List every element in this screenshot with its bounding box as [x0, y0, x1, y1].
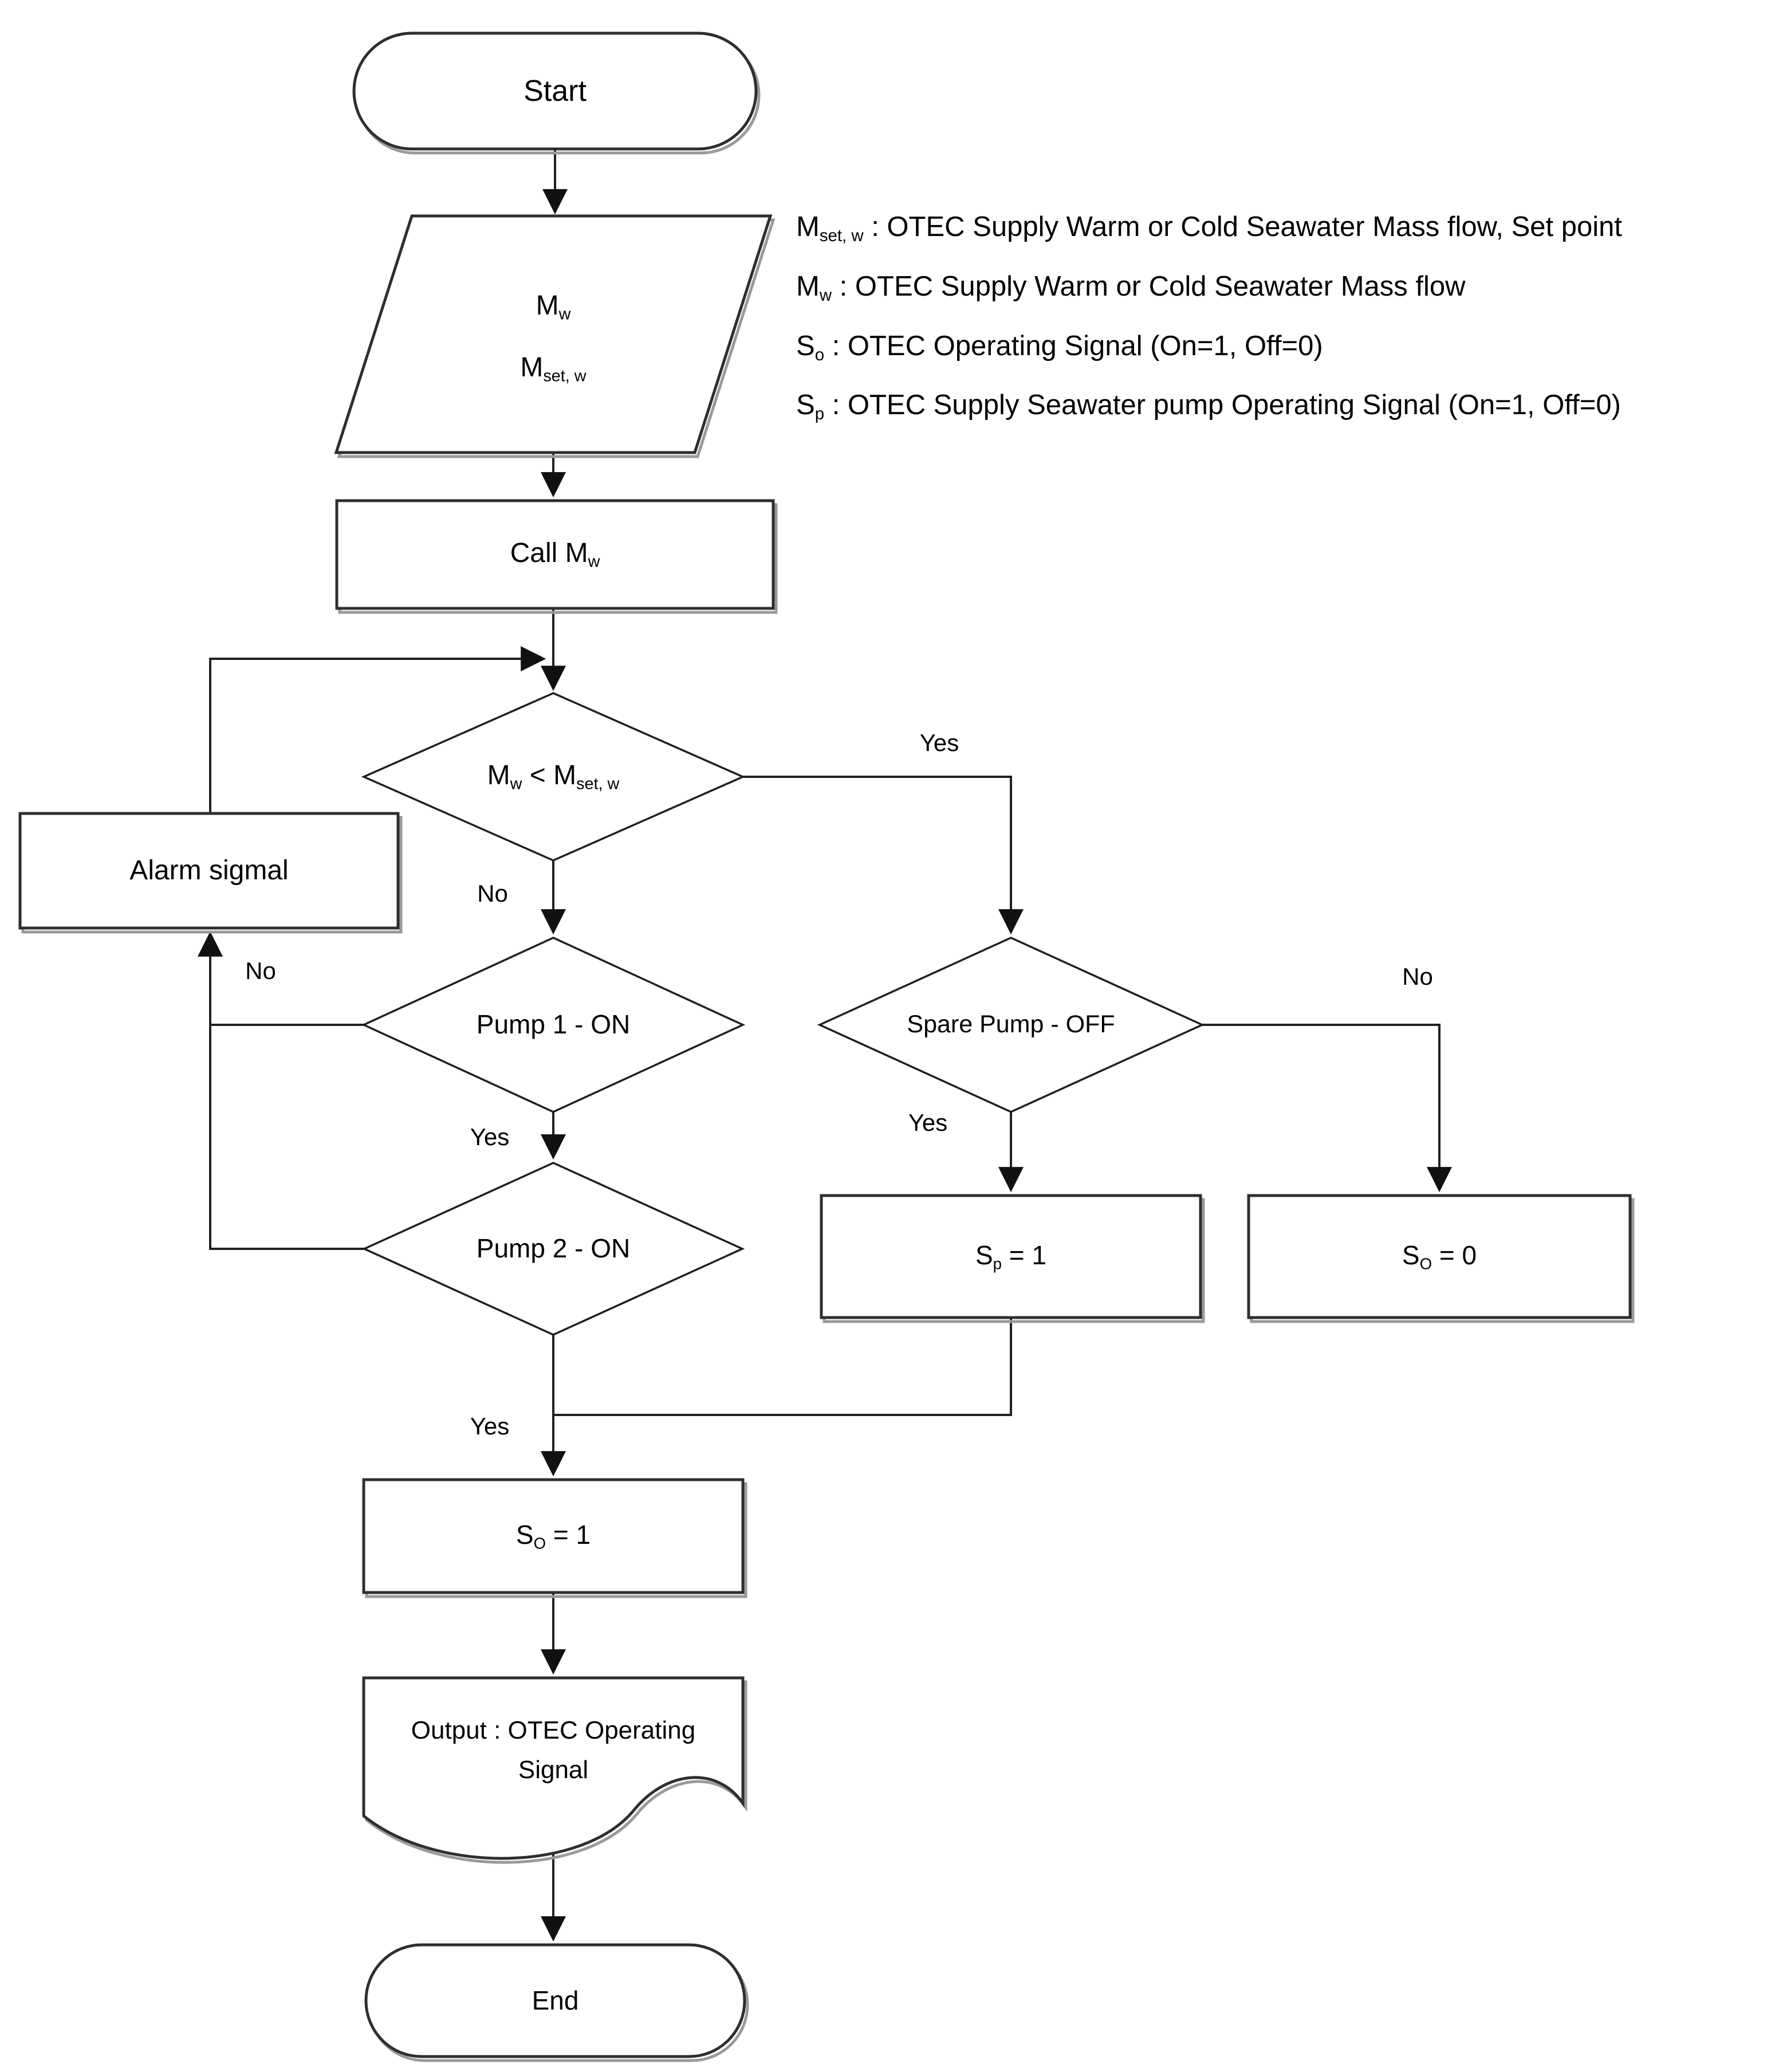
- connector-spare-no-to-so0: [1202, 1024, 1452, 1193]
- edge-label-flow-yes: Yes: [919, 729, 959, 756]
- output-label: Output : OTEC Operating Signal: [411, 1716, 696, 1784]
- sp-on-label: Sp = 1: [975, 1240, 1047, 1273]
- edge-label-pump1-yes: Yes: [470, 1123, 510, 1150]
- end-terminator-shape: [364, 1943, 749, 2062]
- connector-decision-yes-to-spare: [743, 776, 1024, 935]
- so-on-process-shape: [362, 1478, 747, 1598]
- legend-line: So : OTEC Operating Signal (On=1, Off=0): [796, 330, 1323, 364]
- legend-line: Sp : OTEC Supply Seawater pump Operating…: [796, 390, 1621, 424]
- massflow-decision-label: Mw < Mset, w: [487, 760, 620, 793]
- so-on-label: SO = 1: [515, 1520, 591, 1552]
- so-off-process-shape: [1247, 1194, 1635, 1323]
- start-label: Start: [524, 74, 587, 108]
- call-process-shape: [335, 499, 778, 614]
- pump2-decision-shape: [361, 1162, 745, 1336]
- spare-pump-label: Spare Pump - OFF: [907, 1011, 1115, 1039]
- pump1-decision-shape: [361, 937, 746, 1113]
- input-label: Mw Mset, w: [520, 290, 587, 386]
- input-parallelogram-shape: [334, 214, 776, 458]
- so-off-label: SO = 0: [1402, 1240, 1477, 1273]
- pump2-label: Pump 2 - ON: [476, 1233, 631, 1264]
- edge-label-spare-no: No: [1402, 963, 1433, 990]
- edge-label-pump2-yes: Yes: [470, 1413, 510, 1440]
- alarm-label: Alarm sigmal: [129, 855, 289, 886]
- edge-label-flow-no: No: [477, 880, 508, 907]
- pump1-label: Pump 1 - ON: [476, 1009, 631, 1040]
- start-terminator-shape: [352, 32, 761, 155]
- edge-label-spare-yes: Yes: [908, 1109, 948, 1136]
- alarm-process-shape: [18, 812, 403, 934]
- output-document-shape: [362, 1676, 747, 1864]
- massflow-decision-shape: [361, 692, 746, 862]
- end-label: End: [532, 1985, 579, 2015]
- legend-line: Mw : OTEC Supply Warm or Cold Seawater M…: [796, 270, 1466, 305]
- edge-label-pump-rail-no: No: [245, 957, 276, 984]
- spare-pump-decision-shape: [817, 937, 1205, 1113]
- legend-line: Mset, w : OTEC Supply Warm or Cold Seawa…: [796, 211, 1622, 245]
- connector-alarm-loopback: [209, 646, 546, 813]
- connector-sp1-merge: [554, 1318, 1012, 1416]
- call-label: Call Mw: [510, 538, 600, 571]
- sp-on-process-shape: [820, 1194, 1205, 1323]
- legend: Mset, w : OTEC Supply Warm or Cold Seawa…: [796, 202, 1622, 439]
- connector-pump-rail-to-alarm: [198, 931, 364, 1250]
